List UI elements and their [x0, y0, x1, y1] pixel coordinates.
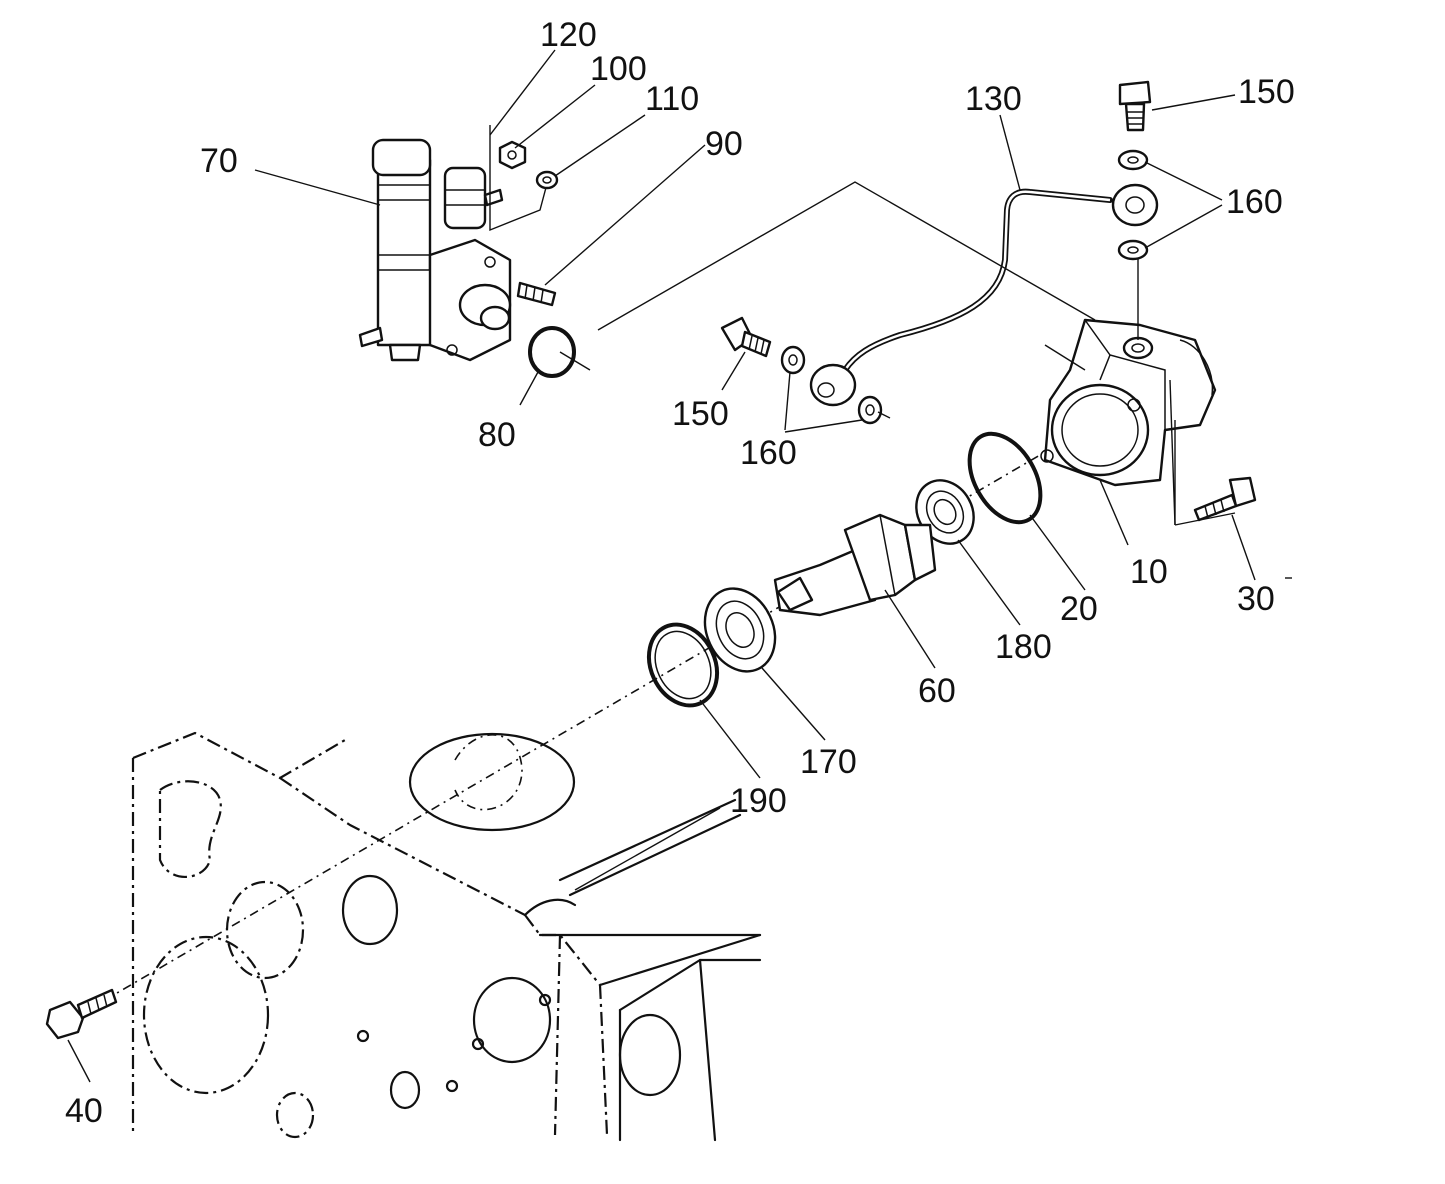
callout-150-lower: 150 [672, 395, 729, 433]
callout-20: 20 [1060, 590, 1098, 628]
callout-40: 40 [65, 1092, 103, 1130]
bolt-40 [45, 988, 118, 1040]
callout-90: 90 [705, 125, 743, 163]
banjo-bolt-150-lower [720, 316, 772, 358]
o-ring-20 [967, 431, 1043, 525]
fuel-pipe-130 [809, 183, 1159, 407]
callout-70: 70 [200, 142, 238, 180]
nut-100 [498, 140, 527, 170]
washer-110 [535, 170, 559, 190]
callout-130: 130 [965, 80, 1022, 118]
callout-labels: 120 100 110 90 70 80 130 150 160 150 160… [65, 16, 1295, 1130]
callout-120: 120 [540, 16, 597, 54]
callout-60: 60 [918, 672, 956, 710]
leader-lines [67, 49, 1292, 1083]
bearing-170 [703, 587, 777, 673]
callout-10: 10 [1130, 553, 1168, 591]
engine-block [131, 731, 762, 1142]
snap-ring-190 [646, 622, 720, 708]
callout-170: 170 [800, 743, 857, 781]
feed-pump-assembly [358, 125, 557, 362]
callout-160-lower: 160 [740, 434, 797, 472]
callout-160-top: 160 [1226, 183, 1283, 221]
bolt-30 [1193, 476, 1257, 522]
pump-housing-10 [1040, 318, 1217, 487]
callout-80: 80 [478, 416, 516, 454]
callout-180: 180 [995, 628, 1052, 666]
callout-30: 30 [1237, 580, 1275, 618]
banjo-bolt-150-top [1118, 80, 1152, 132]
washers-160-lower [780, 345, 883, 425]
washers-160-top [1117, 149, 1149, 261]
callout-190: 190 [730, 782, 787, 820]
drive-shaft-60 [773, 513, 937, 617]
callout-110: 110 [645, 80, 699, 118]
o-ring-80 [528, 326, 576, 378]
callout-150-top: 150 [1238, 73, 1295, 111]
callout-100: 100 [590, 50, 647, 88]
